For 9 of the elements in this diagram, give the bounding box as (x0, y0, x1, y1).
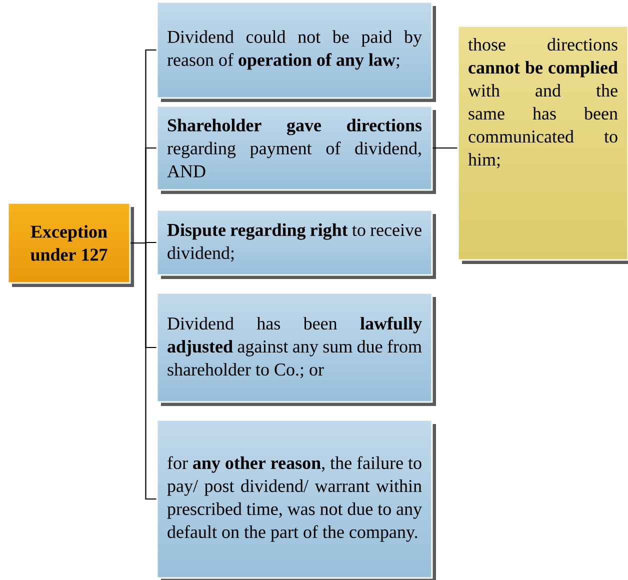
text-box: Shareholder gave directions regarding payment of dividend, AND (156, 105, 436, 194)
text-box: Dispute regarding right to receive dividend; (156, 209, 436, 279)
heading-box: Exception under 127 (7, 202, 134, 287)
note-box: those directions cannot be complied with and the same has been communicated to him; (457, 25, 628, 264)
text-box: Dividend could not be paid by reason of operation of any law; (156, 1, 436, 102)
connector-line (432, 147, 458, 149)
text-box: for any other reason, the failure to pay/ post dividend/ warrant within prescribed time, was not due to any default on the part of the company. (156, 419, 436, 580)
connector-line (130, 242, 156, 500)
text-box: Dividend has been lawfully adjusted against any sum due from shareholder to Co.; or (156, 292, 436, 406)
